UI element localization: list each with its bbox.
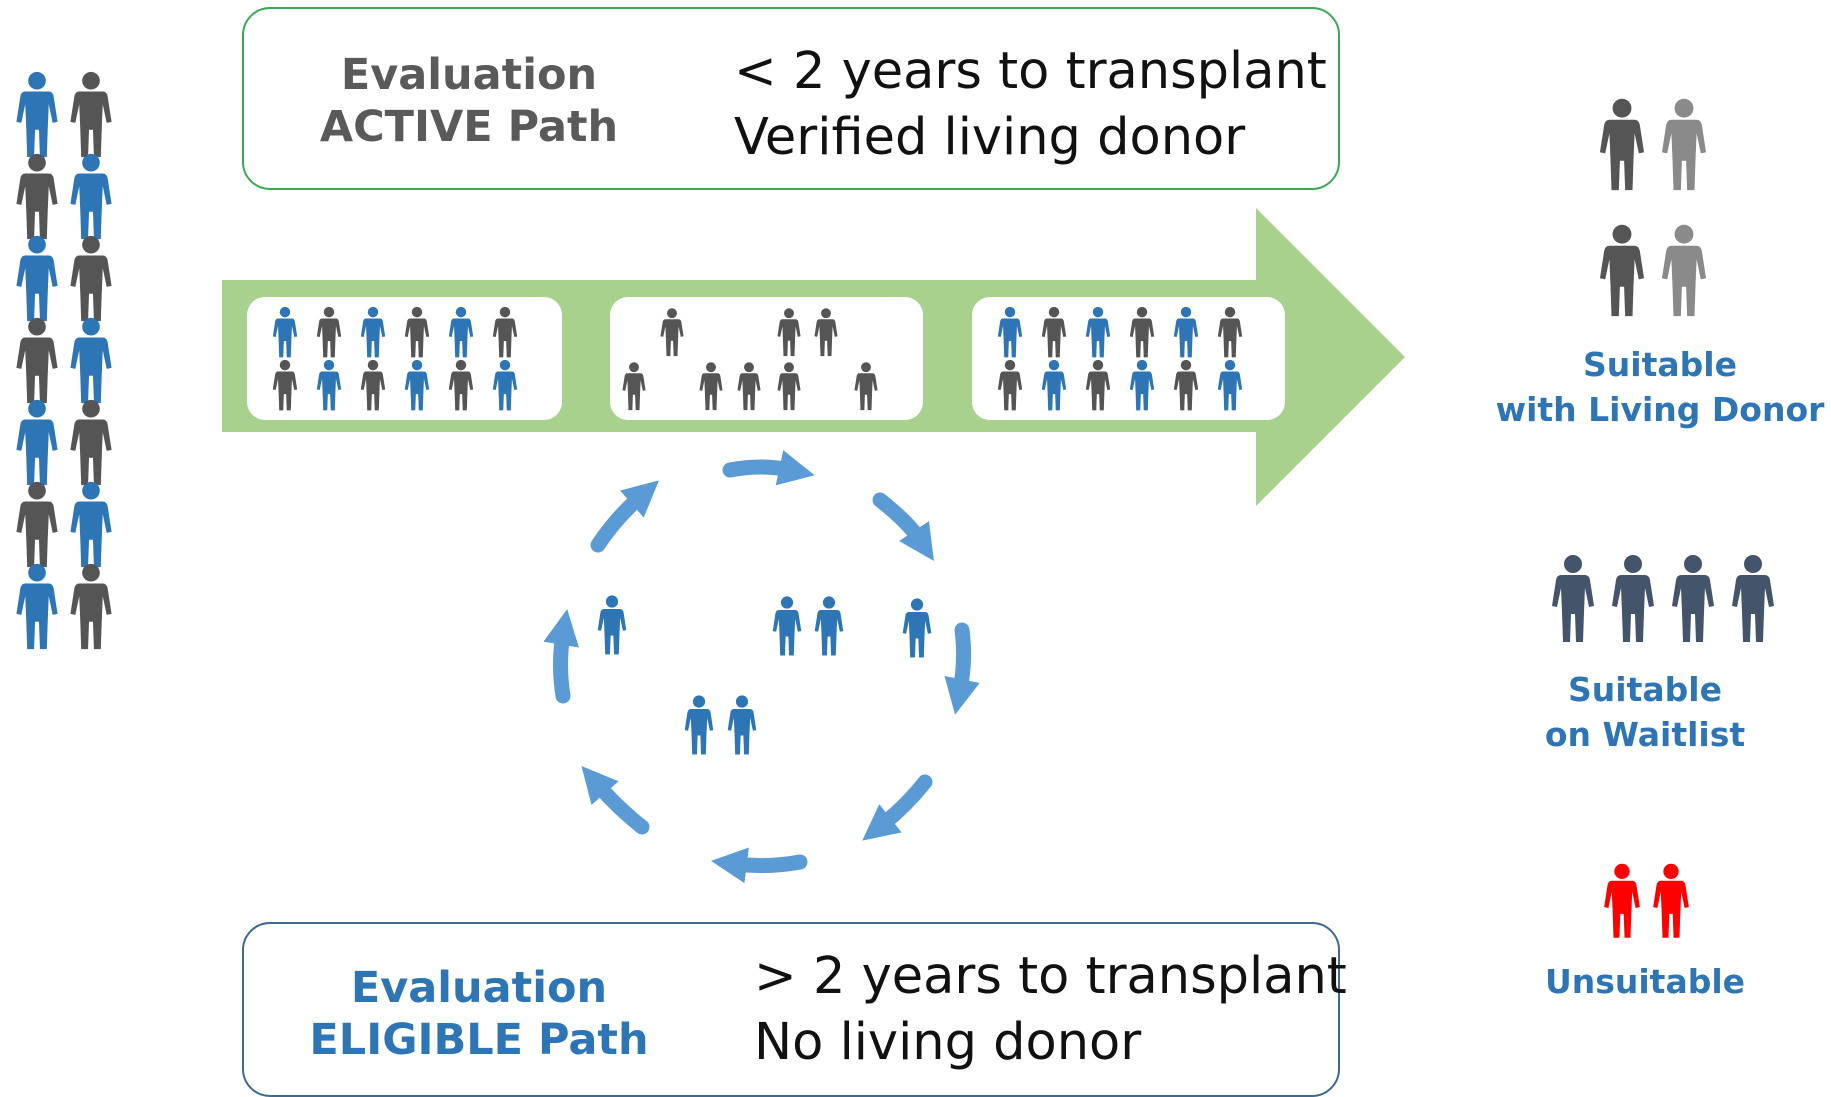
arrow-panel-3 xyxy=(972,297,1285,420)
person-icon xyxy=(70,563,112,650)
person-icon xyxy=(1599,98,1645,191)
active-path-criteria: < 2 years to transplant Verified living … xyxy=(734,39,1327,172)
outcome-living-donor-label: Suitable with Living Donor xyxy=(1495,343,1825,432)
person-icon xyxy=(1612,555,1654,642)
person-icon xyxy=(70,399,112,486)
person-icon xyxy=(16,481,58,568)
person-icon xyxy=(70,317,112,404)
person-icon xyxy=(597,595,627,655)
person-icon xyxy=(16,235,58,322)
curved-arrow-icon xyxy=(710,847,808,884)
eligible-path-box: Evaluation ELIGIBLE Path > 2 years to tr… xyxy=(242,922,1347,1097)
person-icon xyxy=(772,596,802,656)
person-icon xyxy=(814,596,844,656)
person-icon xyxy=(16,317,58,404)
active-path-title: Evaluation ACTIVE Path xyxy=(264,49,674,154)
person-icon xyxy=(1599,224,1645,317)
living-donor-line1: Suitable xyxy=(1583,345,1737,384)
person-icon xyxy=(1552,555,1594,642)
eligible-title-line2: ELIGIBLE Path xyxy=(309,1015,649,1066)
evaluation-cycle xyxy=(543,450,980,884)
curved-arrow-icon xyxy=(590,480,659,553)
curved-arrow-icon xyxy=(543,609,579,704)
eligible-path-title: Evaluation ELIGIBLE Path xyxy=(274,962,684,1067)
eligible-title-line1: Evaluation xyxy=(350,963,608,1013)
curved-arrow-icon xyxy=(872,492,934,561)
active-criteria-line2: Verified living donor xyxy=(734,108,1246,168)
waitlist-line1: Suitable xyxy=(1568,670,1722,709)
person-icon xyxy=(70,235,112,322)
person-icon xyxy=(16,153,58,240)
person-icon xyxy=(1661,98,1707,191)
person-icon xyxy=(70,71,112,158)
living-donor-line2: with Living Donor xyxy=(1495,389,1825,429)
eligible-criteria-line2: No living donor xyxy=(754,1013,1142,1073)
curved-arrow-icon xyxy=(581,765,650,835)
person-icon xyxy=(684,695,714,755)
active-path-box: Evaluation ACTIVE Path < 2 years to tran… xyxy=(242,7,1340,190)
person-icon xyxy=(16,71,58,158)
active-title-line2: ACTIVE Path xyxy=(319,102,619,153)
arrow-panel-1 xyxy=(247,297,562,420)
person-icon xyxy=(1661,224,1707,317)
waitlist-line2: on Waitlist xyxy=(1544,714,1746,754)
active-criteria-line1: < 2 years to transplant xyxy=(734,42,1327,101)
unsuitable-line1: Unsuitable xyxy=(1544,962,1746,1001)
person-icon xyxy=(16,563,58,650)
person-icon xyxy=(902,598,932,658)
person-icon xyxy=(1672,555,1714,642)
person-icon xyxy=(727,695,757,755)
person-icon xyxy=(1732,555,1774,642)
outcome-unsuitable-label: Unsuitable xyxy=(1495,960,1795,1005)
eligible-path-criteria: > 2 years to transplant No living donor xyxy=(754,944,1347,1077)
eligible-criteria-line1: > 2 years to transplant xyxy=(754,947,1347,1006)
person-icon xyxy=(1653,863,1689,938)
person-icon xyxy=(70,481,112,568)
active-title-line1: Evaluation xyxy=(340,50,598,100)
arrow-panel-2 xyxy=(610,297,923,420)
curved-arrow-icon xyxy=(944,622,980,715)
curved-arrow-icon xyxy=(722,450,815,486)
outcome-waitlist-label: Suitable on Waitlist xyxy=(1495,668,1795,757)
curved-arrow-icon xyxy=(862,774,933,841)
person-icon xyxy=(16,399,58,486)
person-icon xyxy=(1604,863,1640,938)
person-icon xyxy=(70,153,112,240)
